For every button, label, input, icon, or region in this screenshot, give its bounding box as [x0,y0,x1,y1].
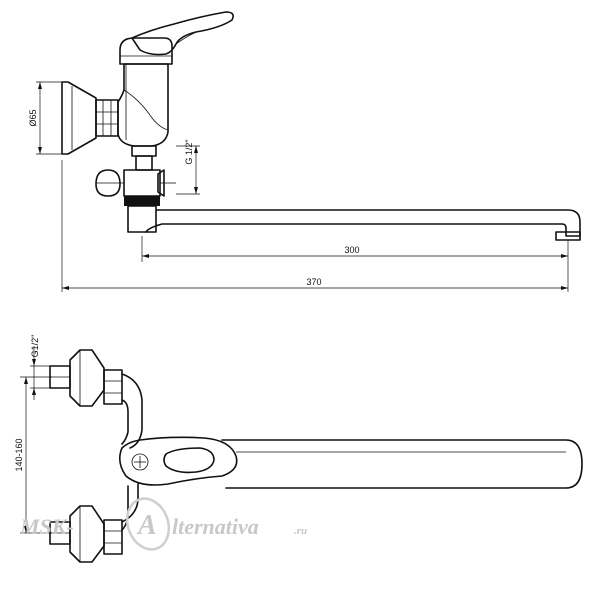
watermark-left-text: MSK- [19,514,74,539]
mixer-body-top [117,63,169,147]
watermark-logo-letter: A [136,510,157,541]
cartridge-cap-top [119,37,173,65]
spout-plan [221,439,583,489]
lower-inlet-plan [49,505,123,563]
flange-diameter-label: Ø65 [28,109,38,126]
dimension-thread-plan [30,346,50,400]
thread-top-label: G 1/2" [184,139,194,164]
spout-top [145,209,581,241]
swivel-connector-top [123,145,161,233]
spout-length-label: 300 [344,245,359,255]
lever-body-plan [118,436,238,486]
plan-view: G1/2" 140-160 [14,335,583,563]
lever-handle-top [131,11,234,56]
wall-flange-top [61,81,97,155]
watermark-logo: MSK- A lternativa .ru [19,497,307,551]
watermark-right-text: lternativa [172,514,259,539]
hex-nut-top [95,99,119,137]
overall-length-label: 370 [306,277,321,287]
center-distance-label: 140-160 [14,438,24,471]
watermark-suffix: .ru [294,525,307,537]
diverter-knob-top [95,169,176,197]
dimension-spout-length [141,236,569,262]
dimension-flange-diameter [36,81,62,155]
dimension-thread-top [176,145,200,195]
side-view: Ø65 G 1/2" 300 370 [28,11,581,292]
dimension-overall-length [61,160,569,292]
upper-inlet-plan [49,349,123,407]
dimension-center-distance [20,376,52,534]
thread-plan-label: G1/2" [30,335,40,358]
